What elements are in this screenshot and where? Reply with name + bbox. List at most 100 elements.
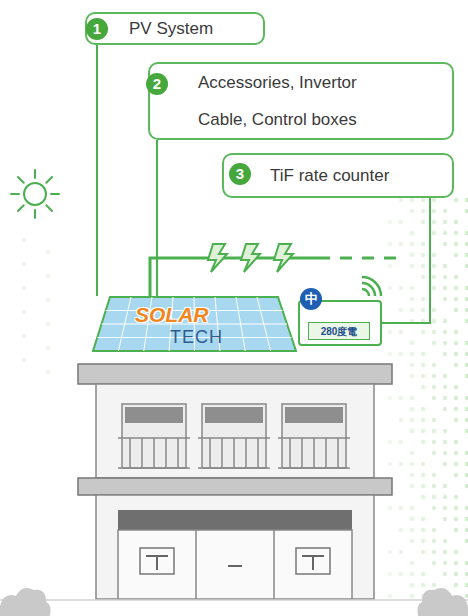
dot bbox=[410, 374, 414, 378]
dot bbox=[432, 396, 436, 400]
dot bbox=[443, 275, 447, 279]
dot bbox=[410, 319, 414, 323]
balcony-railing bbox=[118, 438, 350, 468]
dot bbox=[443, 220, 447, 224]
window-shade bbox=[285, 407, 343, 423]
dot bbox=[421, 583, 425, 587]
dot bbox=[454, 198, 458, 202]
dot bbox=[443, 462, 447, 466]
dot bbox=[465, 594, 468, 598]
dot bbox=[454, 506, 458, 510]
lightning-bolt bbox=[241, 244, 260, 272]
dot bbox=[388, 242, 392, 246]
door-dividers bbox=[196, 530, 274, 599]
bush bbox=[0, 588, 51, 616]
dot bbox=[388, 396, 392, 400]
dot bbox=[421, 429, 425, 433]
dot bbox=[432, 209, 436, 213]
leader-line bbox=[96, 45, 98, 296]
callout-box: TiF rate counter bbox=[222, 153, 454, 198]
dot bbox=[443, 440, 447, 444]
dot bbox=[399, 550, 403, 554]
dot bbox=[410, 506, 414, 510]
panel-frame bbox=[93, 297, 296, 351]
dot bbox=[432, 341, 436, 345]
dot bbox=[388, 506, 392, 510]
dot bbox=[443, 429, 447, 433]
dot bbox=[465, 286, 468, 290]
dot bbox=[432, 308, 436, 312]
dot bbox=[410, 341, 414, 345]
dot bbox=[454, 286, 458, 290]
lightning-bolt bbox=[274, 244, 293, 272]
dot bbox=[465, 462, 468, 466]
dot bbox=[410, 308, 414, 312]
dot bbox=[432, 506, 436, 510]
dot bbox=[443, 286, 447, 290]
dot bbox=[454, 330, 458, 334]
dot bbox=[421, 462, 425, 466]
roof-slab bbox=[78, 364, 392, 384]
dot bbox=[410, 561, 414, 565]
dot bbox=[465, 517, 468, 521]
dot bbox=[421, 242, 425, 246]
dot bbox=[410, 473, 414, 477]
dot bbox=[421, 517, 425, 521]
dot bbox=[432, 484, 436, 488]
dot bbox=[46, 322, 50, 326]
dot bbox=[454, 418, 458, 422]
dot bbox=[443, 341, 447, 345]
dot bbox=[454, 462, 458, 466]
dot bbox=[465, 231, 468, 235]
dot bbox=[443, 506, 447, 510]
dot bbox=[421, 473, 425, 477]
solar-panel: SOLARTECH bbox=[92, 296, 298, 352]
dot bbox=[399, 418, 403, 422]
callout-number: 3 bbox=[229, 163, 251, 185]
dot bbox=[454, 385, 458, 389]
leader-line bbox=[156, 140, 158, 296]
dot bbox=[22, 262, 26, 266]
dot bbox=[410, 396, 414, 400]
dot bbox=[410, 484, 414, 488]
dot bbox=[432, 418, 436, 422]
dot bbox=[46, 346, 50, 350]
dot bbox=[443, 264, 447, 268]
dot bbox=[410, 286, 414, 290]
dot bbox=[465, 539, 468, 543]
callout-text: PV System bbox=[129, 19, 213, 39]
dot bbox=[421, 352, 425, 356]
dot bbox=[454, 308, 458, 312]
dot bbox=[410, 583, 414, 587]
dot bbox=[421, 495, 425, 499]
dot bbox=[432, 583, 436, 587]
dot bbox=[388, 594, 392, 598]
dot bbox=[22, 334, 26, 338]
dot bbox=[432, 220, 436, 224]
dot bbox=[410, 352, 414, 356]
dot bbox=[421, 374, 425, 378]
dot bbox=[454, 440, 458, 444]
dot bbox=[443, 484, 447, 488]
dot bbox=[388, 220, 392, 224]
dot bbox=[432, 561, 436, 565]
dot bbox=[443, 385, 447, 389]
dot bbox=[432, 429, 436, 433]
ground-line bbox=[0, 599, 468, 601]
dot bbox=[443, 231, 447, 235]
dot bbox=[454, 341, 458, 345]
sun-disc bbox=[24, 183, 46, 205]
door-symbols bbox=[146, 556, 324, 570]
dot bbox=[465, 242, 468, 246]
dot bbox=[46, 298, 50, 302]
dot bbox=[443, 319, 447, 323]
dot bbox=[410, 429, 414, 433]
brand-text: SOLAR bbox=[135, 303, 209, 327]
dot bbox=[388, 550, 392, 554]
meter-text: 中 bbox=[300, 288, 322, 310]
dot bbox=[388, 352, 392, 356]
lightning-bolt bbox=[208, 244, 227, 272]
dot bbox=[465, 253, 468, 257]
dot bbox=[432, 286, 436, 290]
dot bbox=[454, 242, 458, 246]
